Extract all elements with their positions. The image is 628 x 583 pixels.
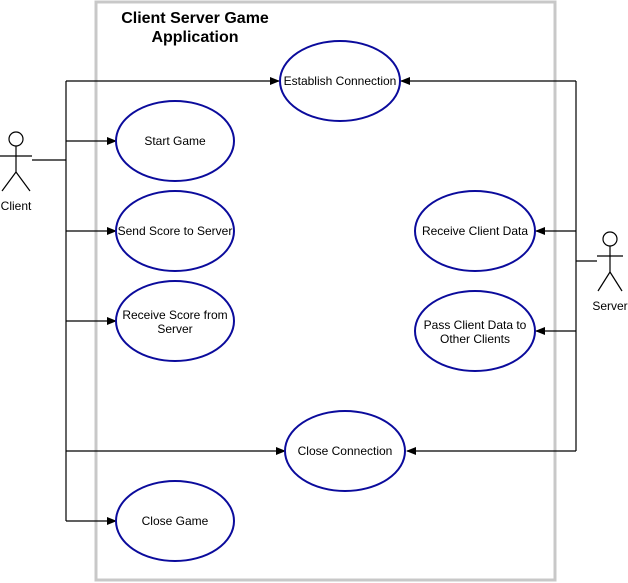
system-title-line2: Application [151,29,238,46]
use-case-receive-score-from-server[interactable]: Receive Score from Server [115,280,235,362]
use-case-ellipse [414,290,536,372]
use-case-ellipse [284,410,406,492]
system-title-line1: Client Server Game [121,10,269,27]
actor-server[interactable]: Server [592,231,628,313]
client-connectors [32,77,286,525]
use-case-establish-connection[interactable]: Establish Connection [279,40,401,122]
use-case-label: Close Game [142,514,209,528]
server-connectors [400,77,597,455]
use-case-start-game[interactable]: Start Game [115,100,235,182]
use-case-send-score-to-server[interactable]: Send Score to Server [115,190,235,272]
use-case-label: Receive Client Data [422,224,528,238]
use-case-ellipse [115,480,235,562]
use-case-ellipse [115,100,235,182]
use-case-ellipse [279,40,401,122]
client-stick-figure-icon [0,131,32,192]
use-case-label-line1: Pass Client Data to [424,318,527,332]
use-case-label-line2: Other Clients [440,332,510,346]
use-case-label-line1: Receive Score from [122,308,227,322]
use-case-close-connection[interactable]: Close Connection [284,410,406,492]
use-case-close-game[interactable]: Close Game [115,480,235,562]
use-case-label: Start Game [144,134,206,148]
use-case-label: Send Score to Server [118,224,233,238]
actor-client-label: Client [1,199,32,213]
use-case-pass-client-data[interactable]: Pass Client Data to Other Clients [414,290,536,372]
use-case-label-line2: Server [157,322,192,336]
use-case-ellipse [115,280,235,362]
actor-server-label: Server [592,299,627,313]
use-case-label: Close Connection [298,444,393,458]
use-case-receive-client-data[interactable]: Receive Client Data [414,190,536,272]
use-case-label: Establish Connection [284,74,397,88]
actor-client[interactable]: Client [0,131,32,213]
use-case-ellipse [414,190,536,272]
use-case-ellipse [115,190,235,272]
server-stick-figure-icon [597,231,623,292]
